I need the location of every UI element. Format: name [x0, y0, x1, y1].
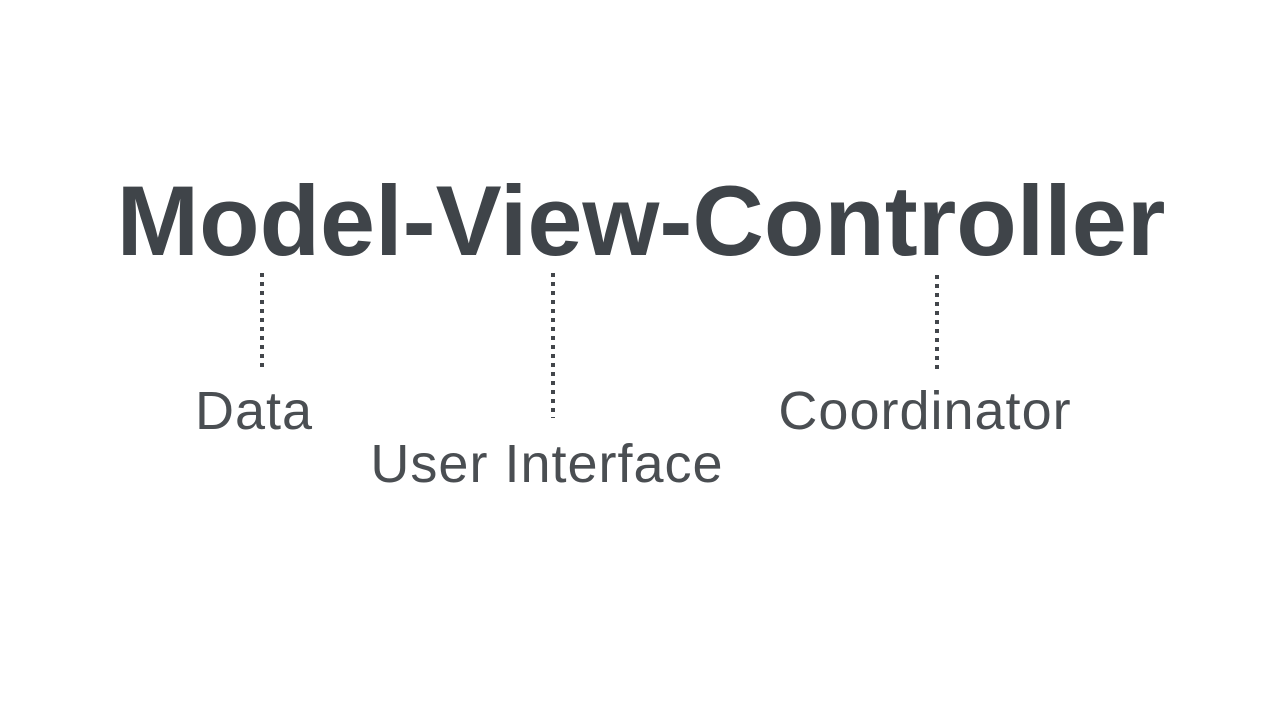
leader-line-controller	[935, 275, 939, 370]
leader-line-model	[260, 273, 264, 368]
annotation-label-controller: Coordinator	[778, 381, 1072, 441]
slide-title: Model-View-Controller	[116, 165, 1166, 276]
annotation-label-model: Data	[194, 381, 314, 441]
leader-line-view	[551, 273, 555, 418]
annotation-label-view: User Interface	[370, 434, 724, 494]
